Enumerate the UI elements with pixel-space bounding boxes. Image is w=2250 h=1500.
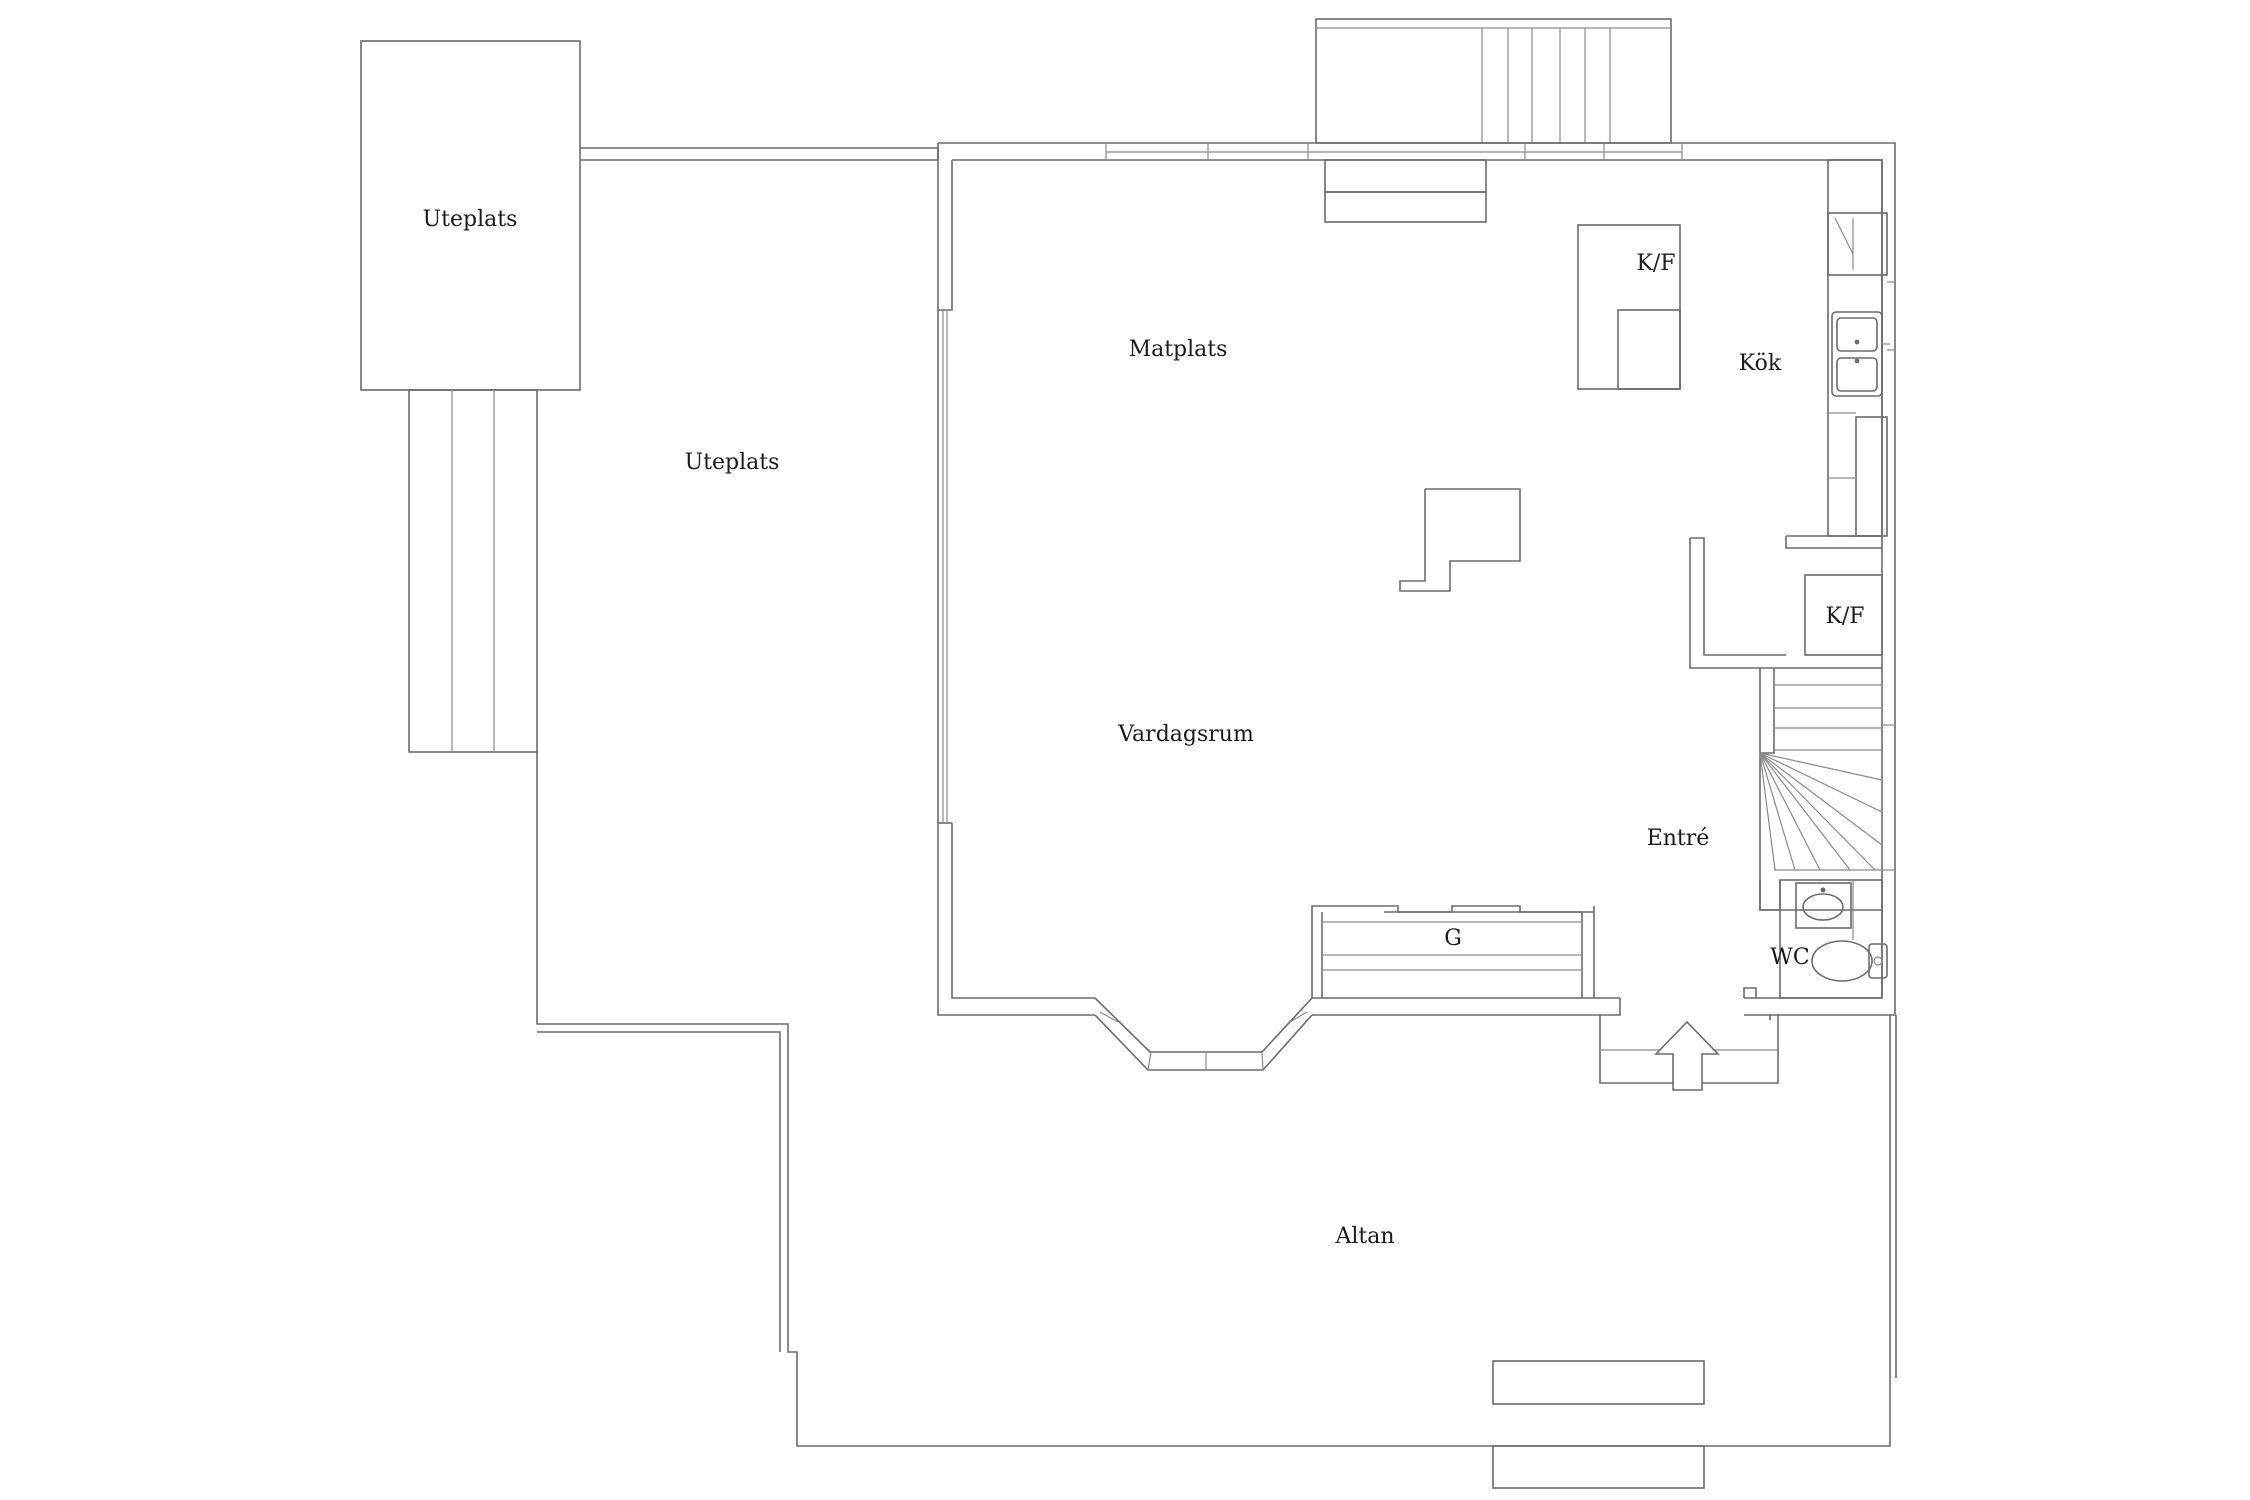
wc-walls [1759, 879, 1883, 999]
entry-stairs [1759, 668, 1895, 911]
wc-sink [1795, 882, 1852, 929]
label-uteplats-mid: Uteplats [685, 450, 780, 475]
label-vardagsrum: Vardagsrum [1117, 722, 1254, 747]
g-bench [1311, 905, 1595, 998]
deck-outline [580, 147, 939, 161]
toilet [1811, 940, 1888, 982]
label-kf-kitchen: K/F [1636, 251, 1675, 276]
terrace-stairs [408, 389, 538, 753]
label-entre: Entré [1647, 826, 1710, 851]
kitchen-island [1577, 224, 1681, 390]
kitchen-sink [1831, 311, 1890, 397]
north-fireplace [1324, 159, 1487, 223]
label-altan: Altan [1334, 1224, 1394, 1249]
label-kf-entry: K/F [1825, 604, 1864, 629]
entrance-arrow-icon [1654, 1020, 1720, 1091]
stove [1399, 488, 1521, 592]
label-kok: Kök [1739, 351, 1782, 376]
deck-left-edge [536, 752, 1891, 1447]
hall-partition [1689, 535, 1883, 669]
label-uteplats-top: Uteplats [423, 207, 518, 232]
label-g: G [1444, 926, 1462, 951]
label-wc: WC [1770, 945, 1809, 970]
altan-bench [1492, 1360, 1705, 1405]
entry-closet [1804, 574, 1883, 656]
bay-window [1094, 997, 1313, 1053]
kitchen-counter [1827, 159, 1895, 537]
house-walls [937, 142, 1896, 1071]
top-stairs [1315, 18, 1672, 144]
altan-steps [1492, 1445, 1705, 1489]
label-matplats: Matplats [1129, 337, 1228, 362]
